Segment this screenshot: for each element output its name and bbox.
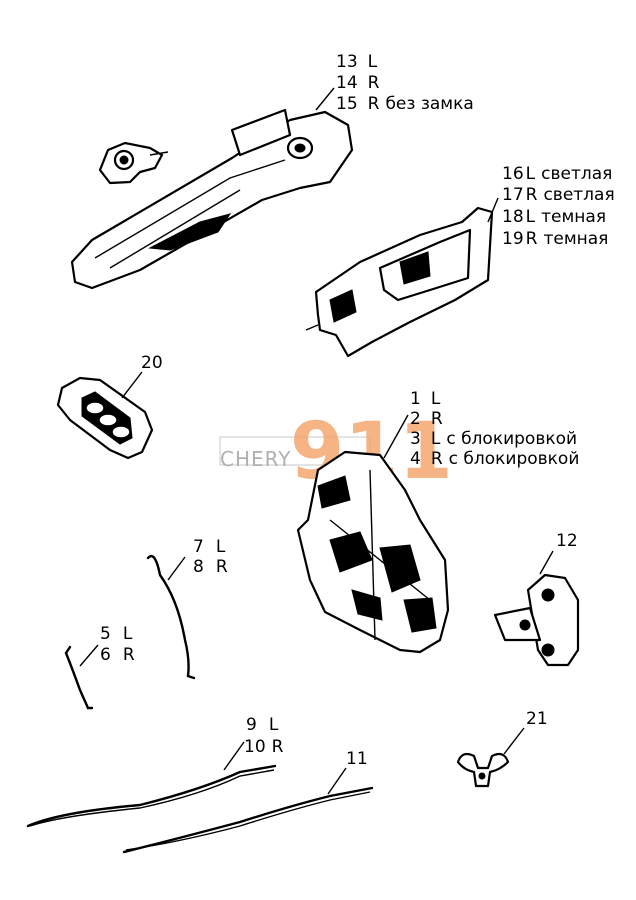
rod-7-8 [146, 554, 196, 680]
label-19-side: R [526, 229, 538, 249]
label-3-note: с блокировкой [446, 429, 577, 449]
svg-text:14R: 14 R [336, 73, 380, 93]
cable-11 [122, 786, 374, 854]
label-19-note: темная [543, 229, 608, 249]
label-7-num: 7 [193, 537, 204, 557]
door-striker [493, 573, 580, 667]
label-14-side: R [368, 73, 380, 93]
door-lock-actuator [296, 450, 450, 654]
label-1-side: L [431, 389, 441, 409]
label-8-num: 8 [193, 557, 204, 577]
label-9-side: L [269, 715, 279, 735]
svg-text:9L: 9L [246, 715, 279, 735]
label-4-note: с блокировкой [449, 449, 580, 469]
label-20: 20 [141, 353, 163, 373]
watermark-frame [219, 436, 371, 466]
label-18-num: 18 [502, 207, 524, 227]
label-14-num: 14 [336, 73, 358, 93]
clip [456, 752, 510, 788]
svg-text:1L: 1L [410, 389, 441, 409]
svg-text:7L: 7L [193, 537, 226, 557]
leader-lines [79, 87, 554, 795]
label-4-num: 4 [410, 449, 421, 469]
label-11: 11 [346, 749, 368, 769]
inner-door-handle [305, 206, 494, 358]
label-21: 21 [526, 709, 548, 729]
label-4-side: R [431, 449, 443, 469]
svg-text:13L: 13 L [336, 52, 378, 72]
label-10-side: R [272, 737, 284, 757]
cable-9-10 [26, 764, 277, 828]
label-13-num: 13 [336, 52, 358, 72]
label-15-num: 15 [336, 94, 358, 114]
label-8-side: R [216, 557, 228, 577]
label-17-side: R [526, 185, 538, 205]
label-15-side: R [368, 94, 380, 114]
label-18-note: темная [541, 207, 606, 227]
label-16-side: L [526, 164, 536, 184]
label-13-side: L [368, 52, 378, 72]
label-7-side: L [216, 537, 226, 557]
label-9-num: 9 [246, 715, 257, 735]
outer-door-handle [70, 108, 354, 290]
svg-text:3Lс блокировкой: 3Lс блокировкой [410, 429, 577, 449]
label-2-num: 2 [410, 409, 421, 429]
label-3-num: 3 [410, 429, 421, 449]
svg-text:6R: 6R [100, 645, 135, 665]
label-17-note: светлая [543, 185, 614, 205]
label-6-side: R [123, 645, 135, 665]
label-16-num: 16 [502, 164, 524, 184]
label-2-side: R [431, 409, 443, 429]
svg-text:10R: 10 R [244, 737, 284, 757]
label-18-side: L [526, 207, 536, 227]
label-15-note: без замка [385, 94, 473, 114]
label-6-num: 6 [100, 645, 111, 665]
label-10-num: 10 [244, 737, 266, 757]
label-12: 12 [556, 531, 578, 551]
label-5-side: L [123, 624, 133, 644]
label-1-num: 1 [410, 389, 421, 409]
label-16-note: светлая [541, 164, 612, 184]
label-5-num: 5 [100, 624, 111, 644]
svg-text:2R: 2R [410, 409, 443, 429]
svg-text:8R: 8R [193, 557, 228, 577]
label-3-side: L [431, 429, 441, 449]
svg-text:4Rс блокировкой: 4Rс блокировкой [410, 449, 579, 469]
watermark-brand: CHERY [220, 447, 291, 471]
label-19-num: 19 [502, 229, 524, 249]
lock-cylinder [98, 141, 169, 185]
rod-5-6 [64, 645, 94, 710]
label-17-num: 17 [502, 185, 524, 205]
svg-text:5L: 5L [100, 624, 133, 644]
key-fob [56, 376, 154, 460]
